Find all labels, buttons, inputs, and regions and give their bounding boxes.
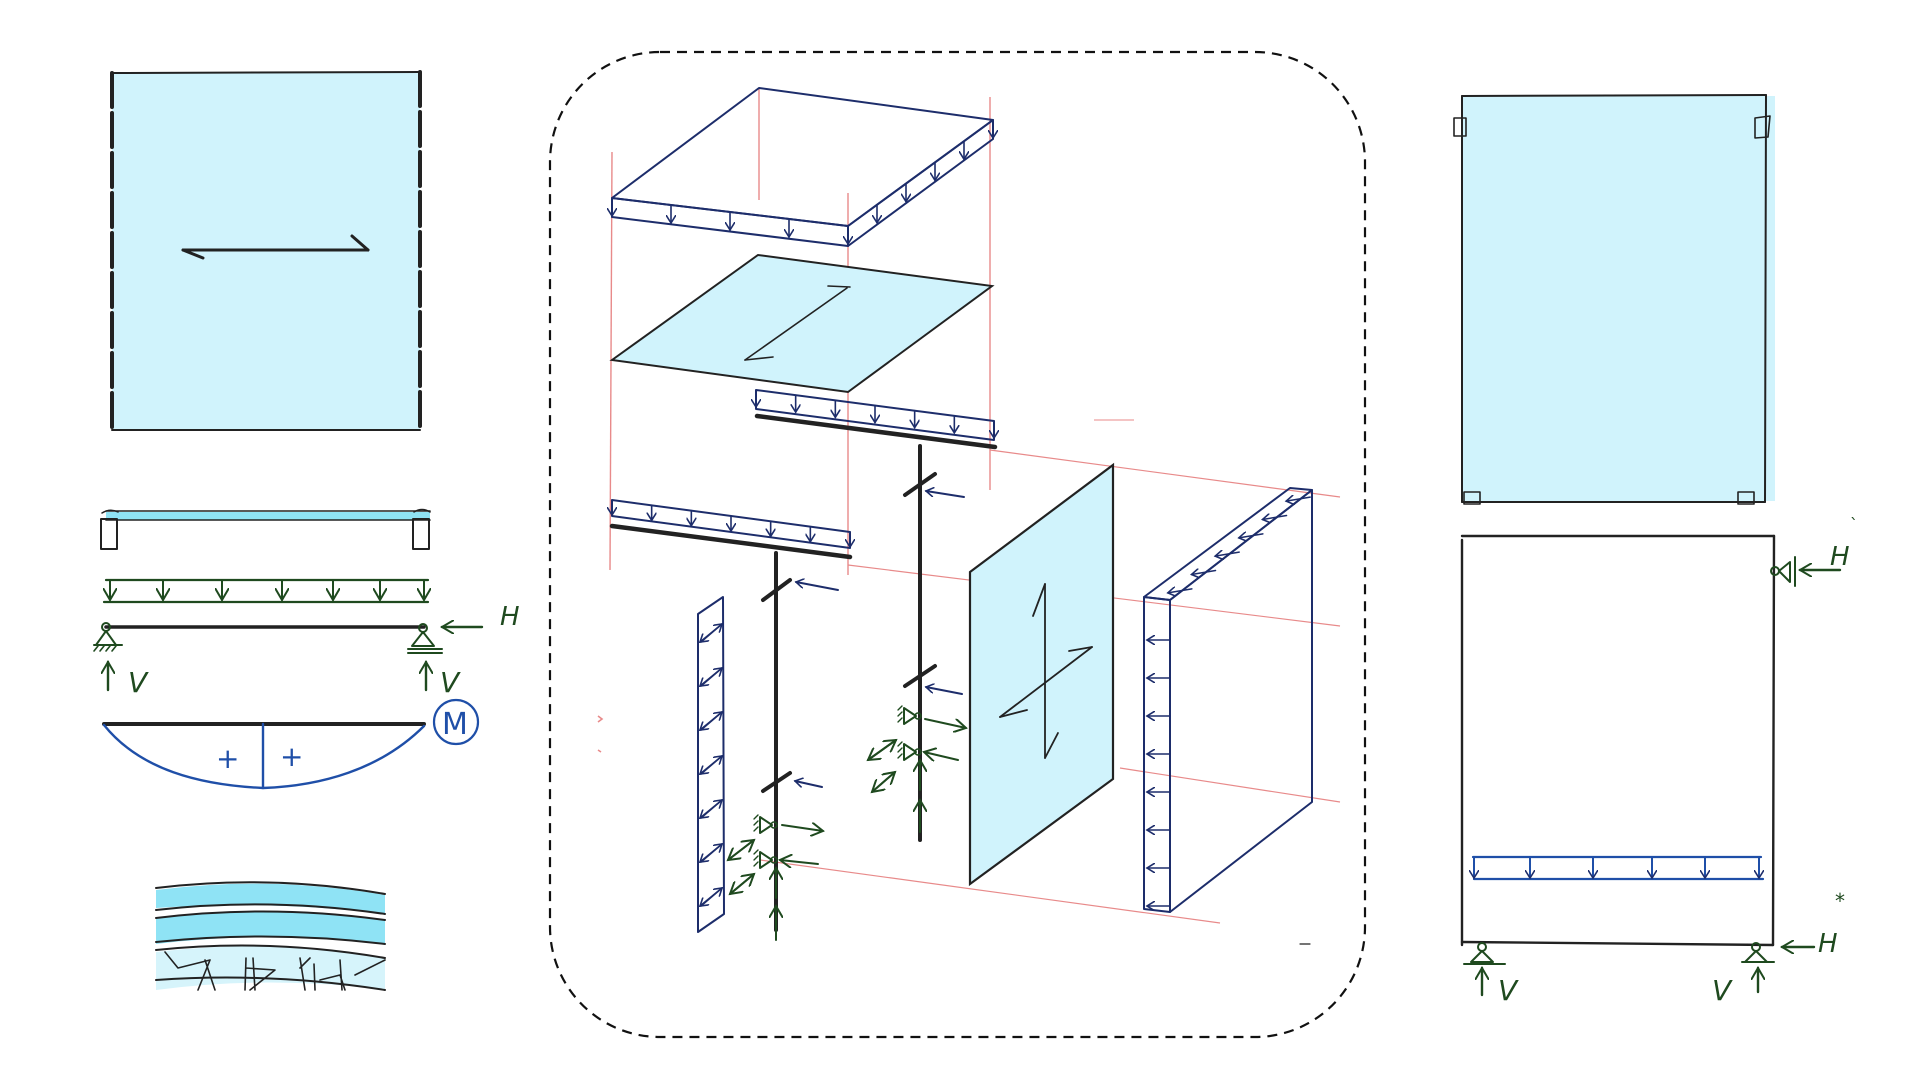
pinned-support-icon bbox=[93, 622, 123, 652]
point-fixing-top-left-icon bbox=[1453, 117, 1467, 137]
bottom-left-vertical-label: V bbox=[1498, 974, 1519, 1007]
right-panel: H ` V V H * bbox=[1453, 94, 1858, 1007]
tick-mark: ` bbox=[1850, 515, 1858, 534]
horizontal-reaction-label: H bbox=[500, 602, 520, 632]
load-arrow bbox=[700, 667, 723, 686]
pane-top-edge bbox=[111, 71, 421, 74]
biaxial-span-arrow-icon bbox=[999, 583, 1093, 759]
load-arrow bbox=[1286, 497, 1311, 501]
back-wall-slab bbox=[1143, 487, 1313, 913]
load-arrow bbox=[700, 887, 723, 906]
distributed-load-right bbox=[1473, 855, 1765, 881]
glass-section bbox=[106, 512, 430, 520]
glass-pane-four-point-fixing bbox=[1453, 94, 1775, 505]
load-arrow bbox=[700, 755, 723, 774]
upper-t-beam bbox=[754, 389, 998, 842]
right-vertical-reaction-label: V bbox=[440, 666, 461, 699]
glass-pane-elevation bbox=[110, 70, 422, 432]
rear-column-supports-icon bbox=[868, 705, 966, 833]
bottom-right-vertical-label: V bbox=[1712, 974, 1733, 1007]
support-block-left bbox=[100, 518, 118, 550]
moment-diagram: + + M bbox=[102, 698, 480, 790]
left-panel: V V H + + M bbox=[93, 70, 520, 991]
load-arrow bbox=[1215, 552, 1240, 556]
span-double-arrow-icon bbox=[181, 234, 370, 260]
front-column-break-mark bbox=[761, 578, 792, 602]
moment-label: M bbox=[442, 707, 468, 742]
construction-lines bbox=[597, 88, 1341, 924]
bottom-right-roller-support-icon bbox=[1741, 942, 1775, 963]
load-arrow bbox=[700, 711, 723, 730]
load-arrow bbox=[700, 843, 723, 862]
upper-beam-flange bbox=[754, 413, 998, 450]
point-fixing-top-right-icon bbox=[1754, 115, 1771, 139]
load-arrow bbox=[700, 799, 723, 818]
lower-t-beam bbox=[609, 499, 853, 941]
point-fixing-bottom-left-icon bbox=[1463, 491, 1481, 505]
distributed-load-left bbox=[102, 578, 428, 604]
glass-section-on-blocks bbox=[100, 508, 431, 550]
roller-support-icon bbox=[407, 623, 443, 654]
star-mark: * bbox=[1835, 889, 1845, 913]
frame-model: H ` V V H * bbox=[1460, 515, 1858, 1007]
rear-column-break-mark bbox=[903, 472, 937, 497]
bottom-left-pinned-support-icon bbox=[1463, 942, 1506, 965]
load-arrow bbox=[1263, 516, 1288, 520]
support-block-right bbox=[412, 518, 430, 550]
load-arrow bbox=[700, 623, 723, 642]
curved-laminated-section bbox=[155, 881, 386, 991]
roof-slab-with-edge-load bbox=[612, 87, 993, 247]
load-arrow bbox=[1239, 534, 1264, 538]
center-panel bbox=[548, 50, 1367, 1039]
top-horizontal-support-icon bbox=[1770, 556, 1796, 587]
horizontal-glass-plate bbox=[609, 253, 995, 394]
moment-label-circle bbox=[432, 698, 480, 746]
left-wall-strip bbox=[697, 596, 725, 933]
bottom-horizontal-reaction-label: H bbox=[1818, 929, 1838, 959]
vertical-glass-fin bbox=[968, 462, 1115, 887]
moment-sign-left: + bbox=[216, 742, 239, 775]
beam-model: V V H bbox=[93, 602, 520, 699]
point-fixing-bottom-right-icon bbox=[1737, 491, 1755, 505]
left-vertical-reaction-label: V bbox=[128, 666, 149, 699]
top-horizontal-reaction-label: H bbox=[1830, 542, 1850, 572]
moment-sign-right: + bbox=[280, 740, 303, 773]
fracture-lines bbox=[164, 951, 386, 991]
biaxial-span-arrow-icon bbox=[744, 285, 851, 361]
load-arrow bbox=[1192, 571, 1217, 575]
lower-beam-flange bbox=[609, 523, 853, 560]
front-column-supports-icon bbox=[728, 814, 823, 941]
dashed-boundary bbox=[548, 50, 1367, 1039]
load-arrow bbox=[1168, 589, 1193, 593]
